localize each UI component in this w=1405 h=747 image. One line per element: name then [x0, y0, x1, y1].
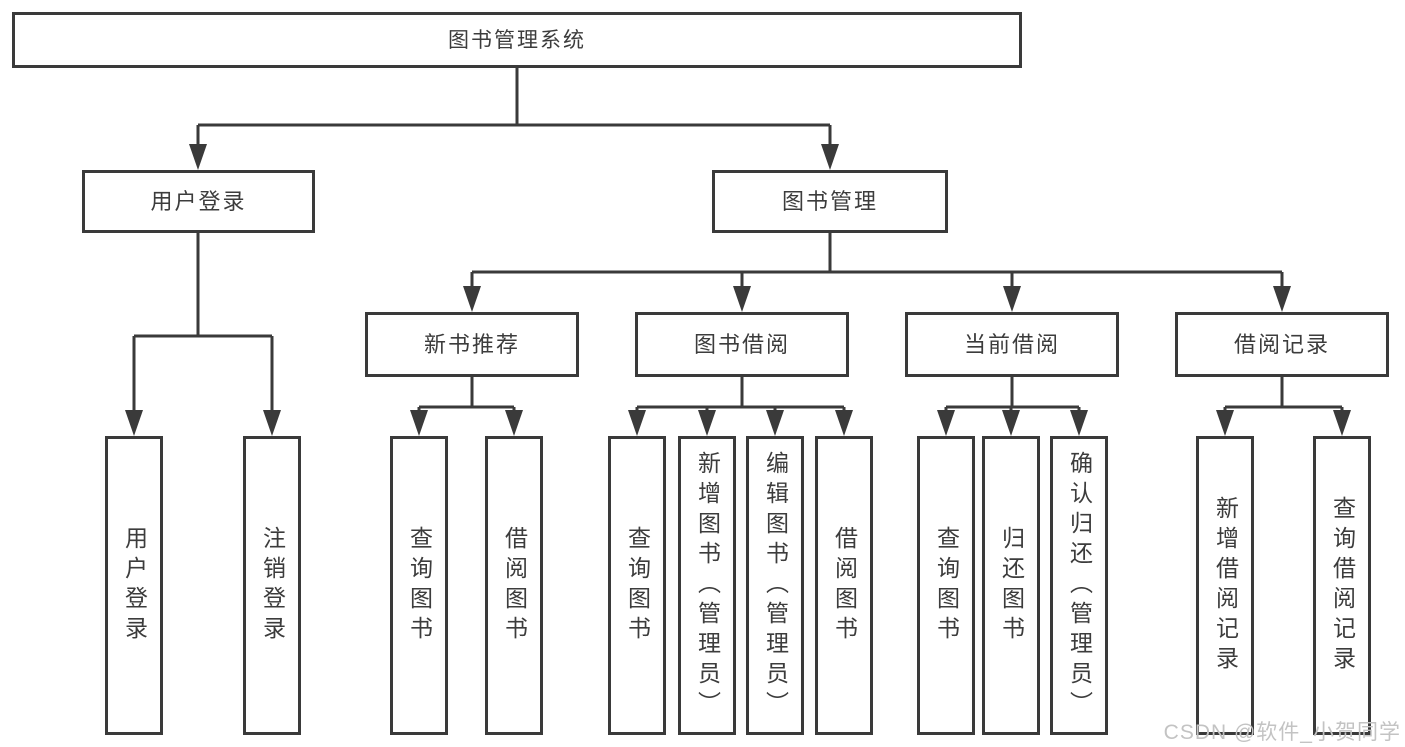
leaf-confirm-return-admin: 确认归还（管理员） [1050, 436, 1108, 735]
node-user-login: 用户登录 [82, 170, 315, 233]
leaf-return-books: 归还图书 [982, 436, 1040, 735]
node-new-book-recommend: 新书推荐 [365, 312, 579, 377]
watermark: CSDN @软件_小贺同学 [1163, 721, 1401, 744]
leaf-query-books-borrow: 查询图书 [608, 436, 666, 735]
leaf-add-borrow-record: 新增借阅记录 [1196, 436, 1254, 735]
node-borrow-records: 借阅记录 [1175, 312, 1389, 377]
node-library-system: 图书管理系统 [12, 12, 1022, 68]
leaf-query-borrow-record: 查询借阅记录 [1313, 436, 1371, 735]
node-book-borrow: 图书借阅 [635, 312, 849, 377]
leaf-add-book-admin: 新增图书（管理员） [678, 436, 736, 735]
leaf-user-login: 用户登录 [105, 436, 163, 735]
leaf-borrow-books-recommend: 借阅图书 [485, 436, 543, 735]
leaf-borrow-books: 借阅图书 [815, 436, 873, 735]
node-current-borrow: 当前借阅 [905, 312, 1119, 377]
node-book-management: 图书管理 [712, 170, 948, 233]
leaf-edit-book-admin: 编辑图书（管理员） [746, 436, 804, 735]
leaf-query-books-current: 查询图书 [917, 436, 975, 735]
leaf-query-books-recommend: 查询图书 [390, 436, 448, 735]
leaf-logout: 注销登录 [243, 436, 301, 735]
